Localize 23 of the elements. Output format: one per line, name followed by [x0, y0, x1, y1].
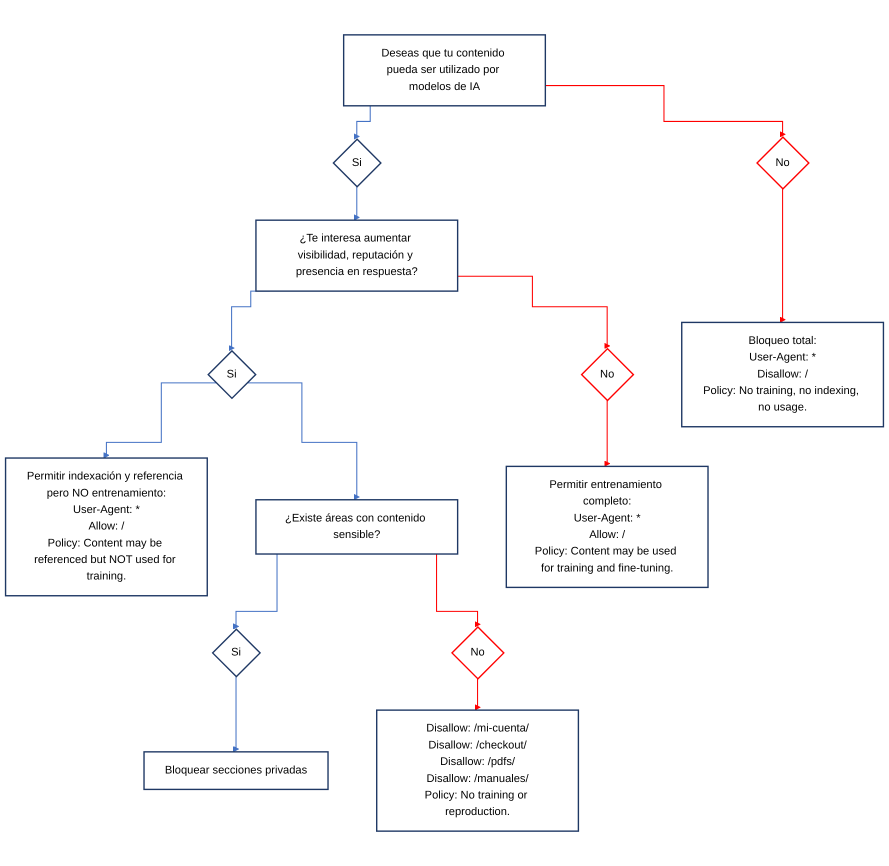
node-box: Bloquear secciones privadas: [143, 751, 329, 790]
arrow: [458, 276, 610, 349]
node-box: Deseas que tu contenido pueda ser utilizado por modelos de IA: [342, 34, 546, 106]
arrow: [474, 678, 481, 710]
node-diamond: Si: [332, 138, 382, 188]
arrow: [780, 188, 786, 323]
node-diamond: Si: [207, 350, 257, 400]
node-box: ¿Te interesa aumentar visibilidad, reputación y presencia en respuesta?: [255, 219, 458, 292]
node-box: Permitir entrenamiento completo: User-Agent: * Allow: / Policy: Content may be used for training and fine-tuning.: [506, 466, 709, 588]
node-diamond: No: [580, 348, 634, 402]
node-diamond: Si: [212, 628, 262, 678]
arrow: [232, 676, 240, 752]
node-box: Disallow: /mi-cuenta/ Disallow: /checkout/ Disallow: /pdfs/ Disallow: /manuales/ Policy: No training or reproduction.: [376, 709, 580, 832]
node-box: ¿Existe áreas con contenido sensible?: [255, 499, 458, 555]
arrow: [354, 186, 360, 220]
arrow: [103, 382, 216, 458]
arrow: [545, 85, 786, 138]
node-diamond: No: [451, 626, 505, 680]
node-diamond: No: [756, 136, 810, 190]
node-box: Permitir indexación y referencia pero NO entrenamiento: User-Agent: * Allow: / Policy: Content may be referenced but NOT used for training.: [4, 457, 208, 596]
node-box: Bloqueo total: User-Agent: * Disallow: / Policy: No training, no indexing, no usage.: [681, 322, 884, 428]
arrow: [247, 382, 360, 500]
arrow: [604, 400, 610, 467]
